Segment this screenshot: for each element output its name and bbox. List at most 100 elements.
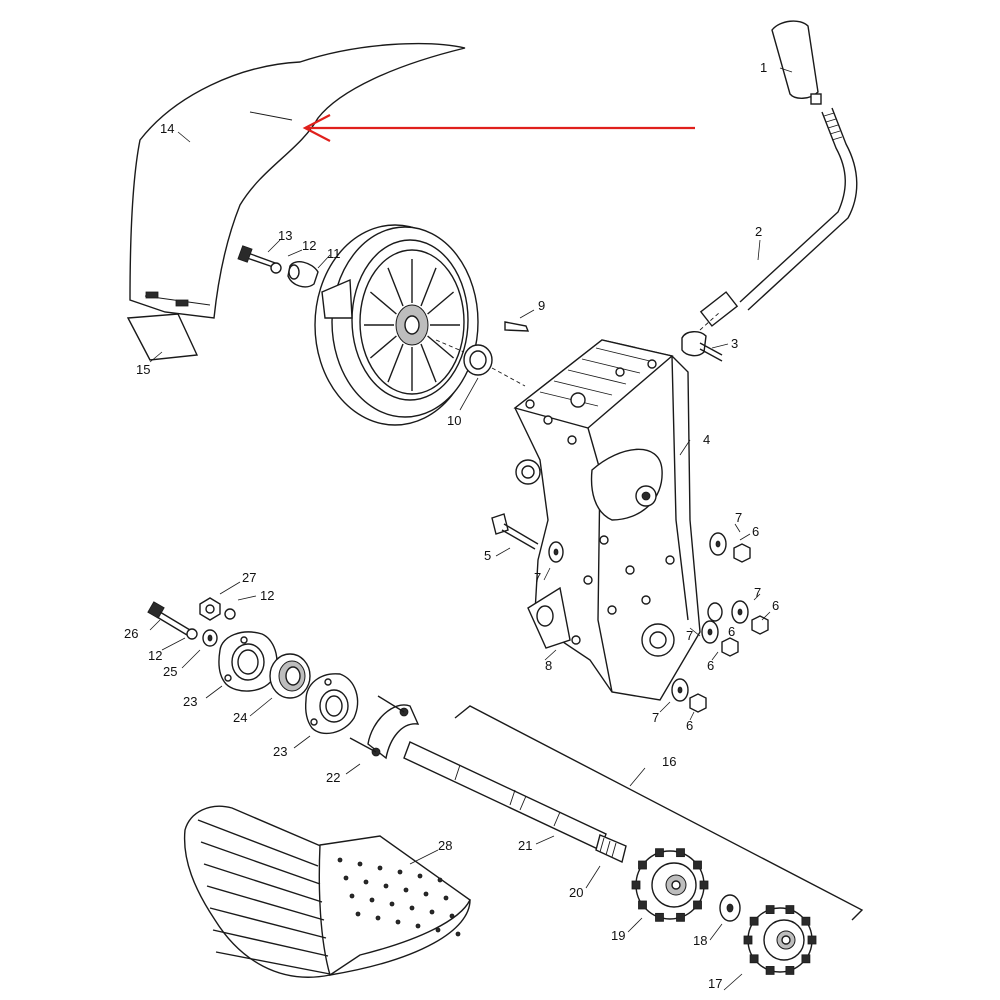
label-part-6c: 6 [707, 658, 714, 673]
track-cleat [206, 885, 325, 921]
track-cleat [200, 841, 321, 885]
sprocket-part-20 [631, 848, 709, 922]
leader-lines [149, 67, 793, 991]
label-part-7a: 7 [735, 510, 742, 525]
gearbox-rib [567, 369, 627, 385]
spacer-part-12-top [287, 261, 319, 288]
bracket-part-22 [349, 695, 420, 760]
label-part-23b: 23 [273, 744, 287, 759]
gearbox-bolt [583, 575, 593, 585]
ring-part-10 [435, 339, 526, 387]
track-hole [449, 913, 455, 919]
washer-part-18 [719, 894, 741, 922]
label-part-16: 16 [662, 754, 676, 769]
sprocket-tooth [785, 966, 795, 975]
plate-part-15 [126, 313, 199, 361]
label-part-6b: 6 [772, 598, 779, 613]
pulley-spoke [427, 291, 455, 315]
nut-part-27 [199, 597, 221, 621]
label-part-27: 27 [242, 570, 256, 585]
track-cleat [212, 929, 329, 957]
flange-part-23-left [218, 631, 278, 692]
gearbox-bolt [615, 367, 625, 377]
sprocket-tooth [638, 900, 647, 910]
track-hole [355, 911, 361, 917]
flange-part-23-right [304, 673, 359, 735]
label-part-24: 24 [233, 710, 247, 725]
track-hole [455, 931, 461, 937]
sprocket-tooth [765, 966, 775, 975]
sprocket-tooth [807, 935, 817, 945]
pulley-spoke [369, 291, 397, 315]
sprocket-tooth [693, 900, 702, 910]
label-part-7d: 7 [686, 628, 693, 643]
label-part-12b: 12 [260, 588, 274, 603]
label-part-26: 26 [124, 626, 138, 641]
pin-part-9 [504, 321, 530, 332]
label-part-2: 2 [755, 224, 762, 239]
label-part-6a: 6 [752, 524, 759, 539]
sprocket-tooth [743, 935, 753, 945]
washers-nuts-right [548, 532, 769, 713]
highlight-arrow [302, 114, 695, 142]
sprocket-tooth [655, 848, 664, 858]
track-hole [423, 891, 429, 897]
pulley-spoke [420, 343, 437, 383]
label-part-7b: 7 [534, 570, 541, 585]
gearbox-bolt [607, 605, 617, 615]
sprocket-tooth [765, 905, 775, 914]
label-part-21: 21 [518, 838, 532, 853]
sprocket-tooth [638, 860, 647, 870]
gearbox-bolt [625, 565, 635, 575]
fender-part-14 [129, 42, 466, 319]
pulley-spoke [387, 343, 404, 383]
sprocket-tooth [676, 912, 685, 922]
track-cleat [203, 863, 323, 903]
chaincase-part-4 [513, 339, 701, 701]
label-part-6d: 6 [686, 718, 693, 733]
track-hole [409, 905, 415, 911]
track-hole [389, 901, 395, 907]
gearbox-rib [539, 391, 599, 407]
sprocket-tooth [676, 848, 685, 858]
gearbox-bolt [567, 435, 577, 445]
knob-part-1 [771, 20, 822, 105]
sprocket-tooth [631, 880, 641, 890]
track-hole [403, 887, 409, 893]
label-part-28: 28 [438, 838, 452, 853]
track-hole [397, 869, 403, 875]
track-cleat [197, 819, 319, 867]
gearbox-rib [581, 358, 641, 374]
track-hole [343, 875, 349, 881]
sprocket-tooth [801, 916, 811, 926]
pulley-spoke [369, 335, 397, 359]
gearbox-bolt [647, 359, 657, 369]
label-part-6e: 6 [728, 624, 735, 639]
assembly-bracket-part-16 [454, 705, 864, 921]
track-hole [383, 883, 389, 889]
bearing-part-24 [269, 653, 311, 699]
track-hole [395, 919, 401, 925]
lever-part-2 [681, 107, 858, 357]
track-hole [377, 865, 383, 871]
label-part-23a: 23 [183, 694, 197, 709]
label-part-22: 22 [326, 770, 340, 785]
label-part-9: 9 [538, 298, 545, 313]
bolt-part-26 [147, 601, 198, 640]
sprocket-tooth [655, 912, 664, 922]
track-cleat [209, 907, 327, 939]
track-hole [429, 909, 435, 915]
track-hole [349, 893, 355, 899]
sprocket-tooth [749, 954, 759, 964]
gearbox-bolt [665, 555, 675, 565]
label-part-11: 11 [327, 246, 341, 261]
label-part-12a: 12 [302, 238, 316, 253]
label-part-25: 25 [163, 664, 177, 679]
track-part-28 [183, 805, 471, 978]
gearbox-cap [570, 392, 586, 408]
bolt-part-5 [491, 513, 539, 550]
track-hole [357, 861, 363, 867]
gearbox-bolt [599, 535, 609, 545]
pulley-spoke [427, 335, 455, 359]
